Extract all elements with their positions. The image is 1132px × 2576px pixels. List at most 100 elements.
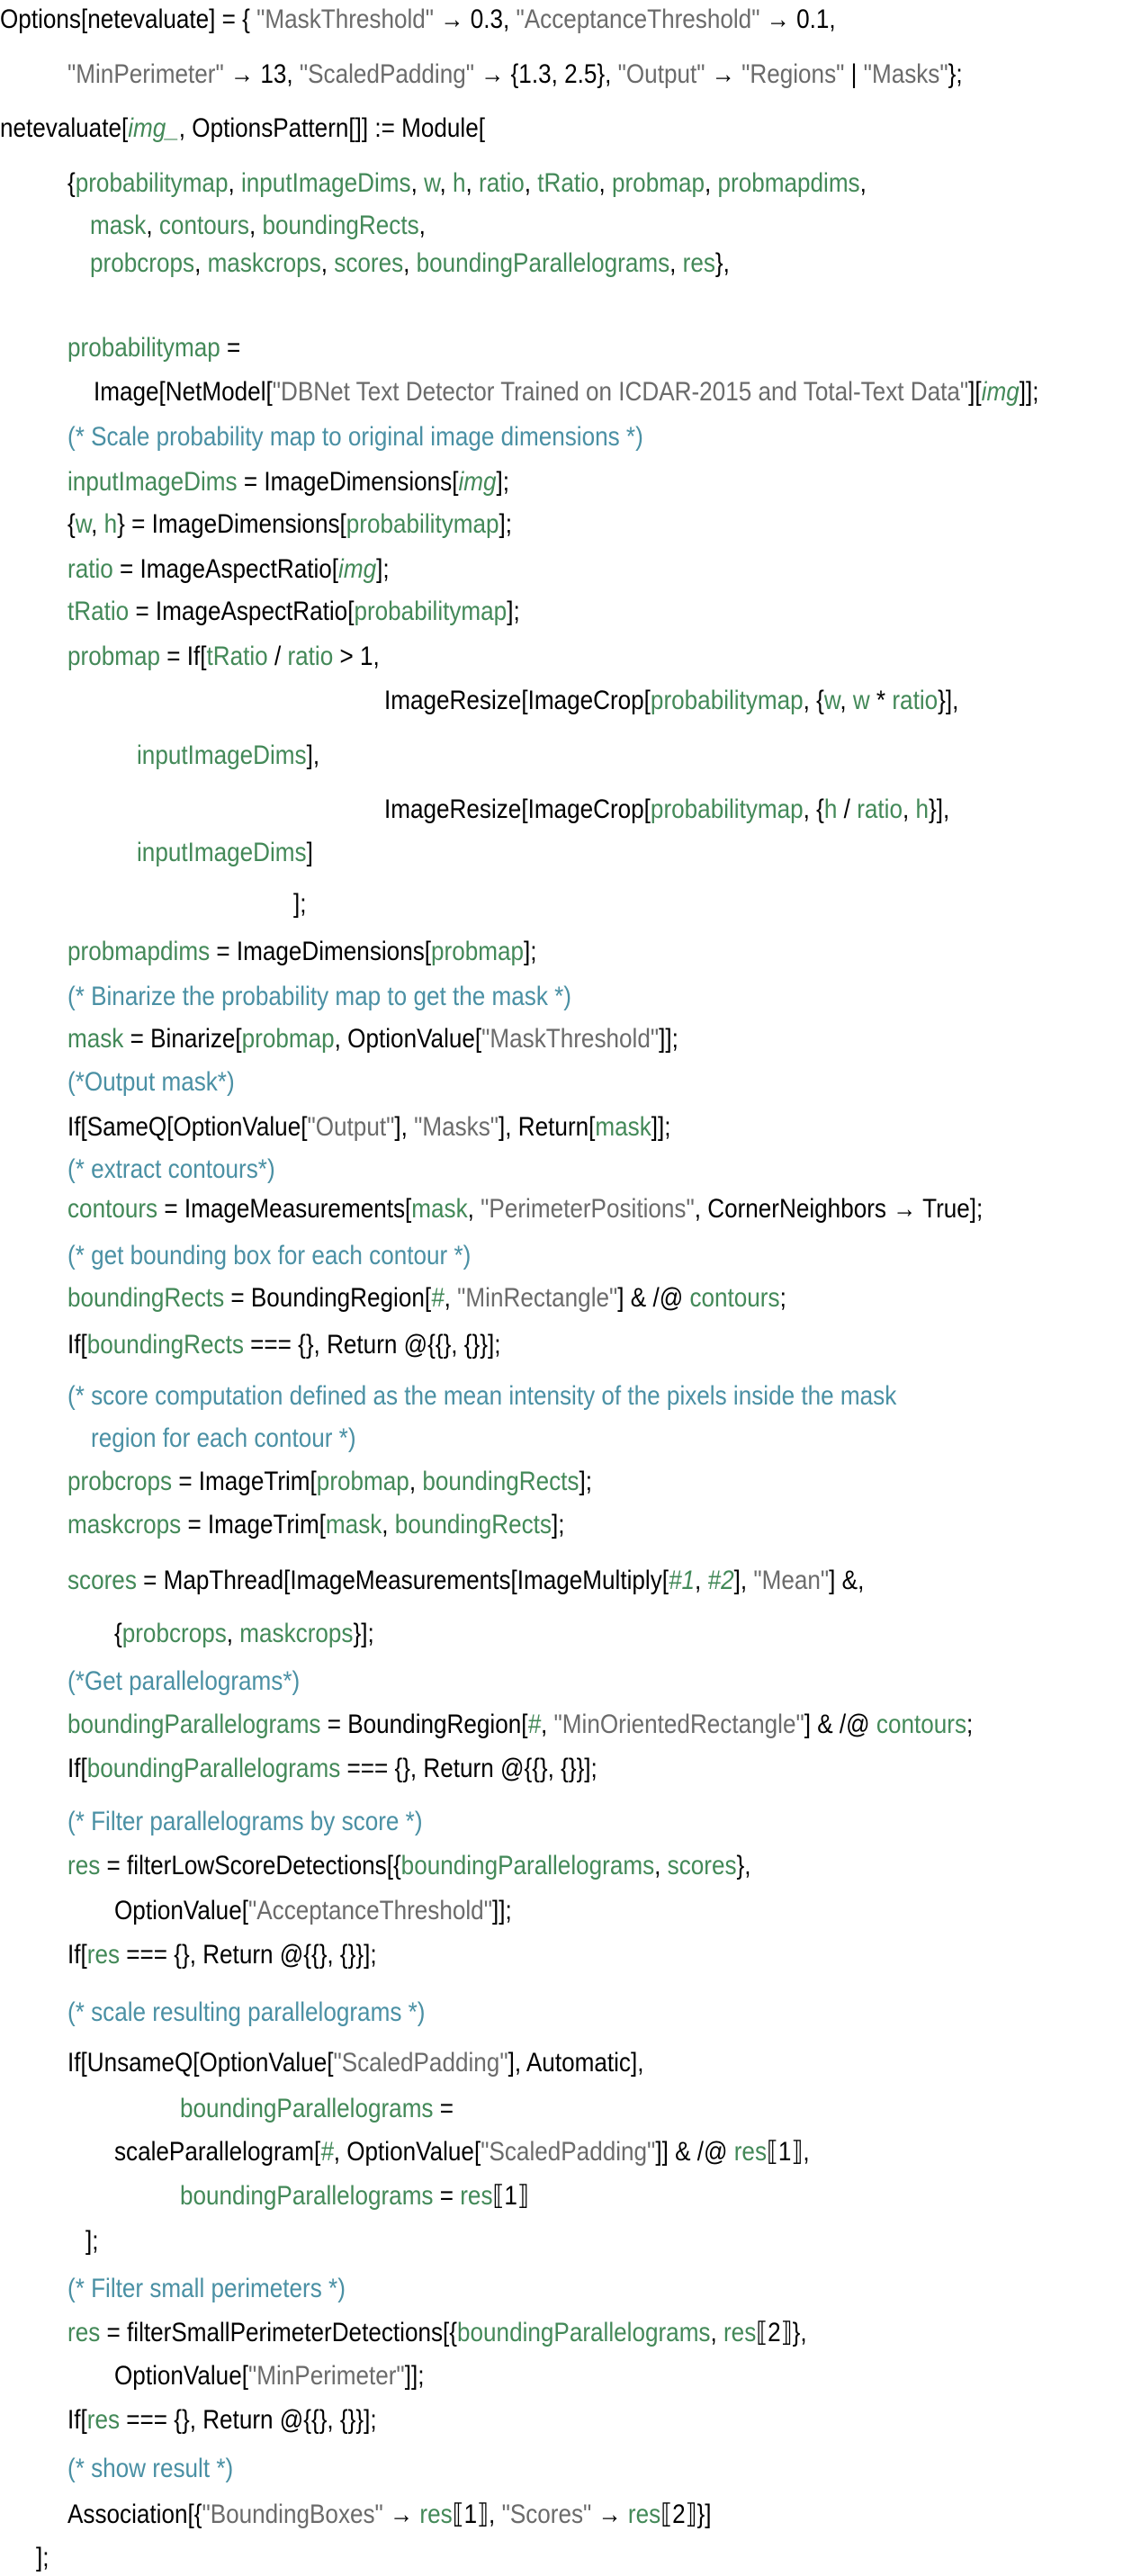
code-variable: probmap bbox=[431, 937, 525, 967]
code-variable: probmapdims bbox=[717, 167, 860, 198]
code-symbol: → bbox=[382, 2500, 420, 2530]
code-symbol: → {1.3, 2.5}, bbox=[473, 58, 618, 89]
code-comment: (* Binarize the probability map to get t… bbox=[67, 981, 571, 1011]
code-line: probcrops = ImageTrim[probmap, boundingR… bbox=[67, 1464, 592, 1500]
code-symbol: ]] & /@ bbox=[655, 2136, 734, 2167]
code-symbol: , bbox=[418, 211, 426, 241]
code-symbol: If[SameQ[OptionValue[ bbox=[67, 1111, 308, 1142]
code-symbol: , bbox=[710, 2318, 723, 2348]
code-line: inputImageDims], bbox=[137, 738, 319, 774]
code-comment: (* Scale probability map to original ima… bbox=[67, 422, 643, 452]
code-symbol: , OptionValue[ bbox=[333, 2136, 481, 2167]
code-line: (*Get parallelograms*) bbox=[67, 1664, 300, 1700]
code-variable: maskcrops bbox=[67, 1509, 182, 1539]
code-symbol: ImageResize[ImageCrop[ bbox=[384, 794, 651, 825]
code-symbol: ]]; bbox=[404, 2360, 425, 2391]
code-line: res = filterLowScoreDetections[{bounding… bbox=[67, 1848, 751, 1884]
code-variable: probmap bbox=[611, 167, 705, 198]
code-variable: probabilitymap bbox=[650, 686, 804, 716]
code-variable: w bbox=[852, 686, 870, 716]
code-line: If[SameQ[OptionValue["Output"], "Masks"]… bbox=[67, 1109, 671, 1145]
code-symbol: , bbox=[409, 1466, 423, 1496]
code-symbol: ], bbox=[733, 1565, 754, 1595]
code-variable: boundingParallelograms bbox=[180, 2181, 434, 2212]
code-string: "AcceptanceThreshold" bbox=[516, 4, 760, 34]
code-variable: contours bbox=[158, 211, 249, 241]
code-variable: scores bbox=[667, 1851, 737, 1881]
code-symbol: ⟦2⟧}] bbox=[660, 2500, 712, 2530]
code-variable: res bbox=[419, 2500, 453, 2530]
code-comment: (* get bounding box for each contour *) bbox=[67, 1240, 472, 1270]
code-symbol: === {}, Return @{{}, {}}]; bbox=[120, 1940, 377, 1970]
code-symbol: { bbox=[67, 509, 76, 540]
code-symbol: , bbox=[541, 1709, 554, 1739]
code-symbol: → 13, bbox=[223, 58, 300, 89]
code-line: netevaluate[img_, OptionsPattern[]] := M… bbox=[0, 111, 485, 147]
code-symbol: scaleParallelogram[ bbox=[114, 2136, 321, 2167]
code-variable: mask bbox=[595, 1111, 651, 1142]
code-line: boundingRects = BoundingRegion[#, "MinRe… bbox=[67, 1280, 786, 1316]
code-symbol: , CornerNeighbors → True]; bbox=[694, 1194, 984, 1225]
code-comment: (* Filter parallelograms by score *) bbox=[67, 1806, 423, 1836]
code-symbol: { bbox=[67, 167, 76, 198]
code-symbol: ⟦1⟧ bbox=[492, 2181, 529, 2212]
code-symbol: ]; bbox=[36, 2542, 49, 2572]
code-symbol: , bbox=[840, 686, 853, 716]
code-string: "MinPerimeter" bbox=[247, 2360, 405, 2391]
code-symbol: , bbox=[444, 1283, 458, 1314]
code-comment: (* scale resulting parallelograms *) bbox=[67, 1997, 426, 2028]
code-symbol: ImageResize[ImageCrop[ bbox=[384, 686, 651, 716]
code-variable: boundingRects bbox=[67, 1283, 225, 1314]
code-string: "ScaledPadding" bbox=[481, 2136, 656, 2167]
code-variable: w bbox=[424, 167, 440, 198]
code-variable: w bbox=[823, 686, 840, 716]
code-symbol: ]]; bbox=[659, 1024, 678, 1055]
code-comment: (* score computation defined as the mean… bbox=[67, 1380, 897, 1411]
code-symbol: , bbox=[598, 167, 612, 198]
code-symbol: ] bbox=[306, 838, 313, 868]
code-argument: img bbox=[338, 553, 377, 584]
code-line: mask, contours, boundingRects, bbox=[90, 208, 426, 244]
code-variable: h bbox=[915, 794, 929, 825]
code-argument: # bbox=[527, 1709, 542, 1739]
code-symbol: === {}, Return @{{}, {}}]; bbox=[340, 1754, 597, 1784]
code-symbol: , { bbox=[803, 686, 824, 716]
code-symbol: , bbox=[146, 211, 159, 241]
code-variable: w bbox=[75, 509, 92, 540]
code-comment: (*Get parallelograms*) bbox=[67, 1665, 301, 1696]
code-variable: res bbox=[627, 2500, 661, 2530]
code-symbol: ]; bbox=[293, 889, 307, 920]
code-comment: (* show result *) bbox=[67, 2453, 234, 2483]
code-symbol: ][ bbox=[968, 377, 982, 408]
code-variable: probcrops bbox=[67, 1466, 173, 1496]
code-variable: inputImageDims bbox=[240, 167, 411, 198]
code-symbol: = ImageTrim[ bbox=[172, 1466, 317, 1496]
code-variable: contours bbox=[876, 1709, 967, 1739]
code-line: Options[netevaluate] = { "MaskThreshold"… bbox=[0, 2, 836, 38]
code-symbol: | bbox=[844, 58, 864, 89]
code-symbol: , bbox=[465, 167, 480, 198]
code-line: ratio = ImageAspectRatio[img]; bbox=[67, 552, 390, 588]
code-line: scaleParallelogram[#, OptionValue["Scale… bbox=[114, 2134, 810, 2170]
code-variable: boundingParallelograms bbox=[67, 1709, 321, 1739]
code-line: "MinPerimeter" → 13, "ScaledPadding" → {… bbox=[67, 57, 963, 93]
code-variable: mask bbox=[325, 1509, 382, 1539]
code-line: (* score computation defined as the mean… bbox=[67, 1378, 896, 1414]
code-symbol: }; bbox=[948, 58, 963, 89]
code-variable: res bbox=[733, 2136, 768, 2167]
code-variable: mask bbox=[411, 1194, 468, 1225]
code-symbol: , bbox=[248, 211, 263, 241]
code-symbol: , bbox=[91, 509, 104, 540]
code-symbol: ]; bbox=[551, 1509, 565, 1539]
code-symbol: ]; bbox=[524, 937, 537, 967]
code-symbol: , bbox=[467, 1194, 481, 1225]
code-comment: region for each contour *) bbox=[91, 1423, 356, 1454]
code-symbol: → 0.3, bbox=[434, 4, 517, 34]
code-line: probmap = If[tRatio / ratio > 1, bbox=[67, 639, 380, 675]
code-variable: tRatio bbox=[206, 641, 268, 671]
code-symbol: = bbox=[433, 2093, 454, 2123]
code-symbol: , bbox=[194, 248, 208, 279]
code-variable: boundingParallelograms bbox=[86, 1754, 341, 1784]
code-variable: scores bbox=[67, 1565, 137, 1595]
code-symbol: , bbox=[859, 167, 867, 198]
